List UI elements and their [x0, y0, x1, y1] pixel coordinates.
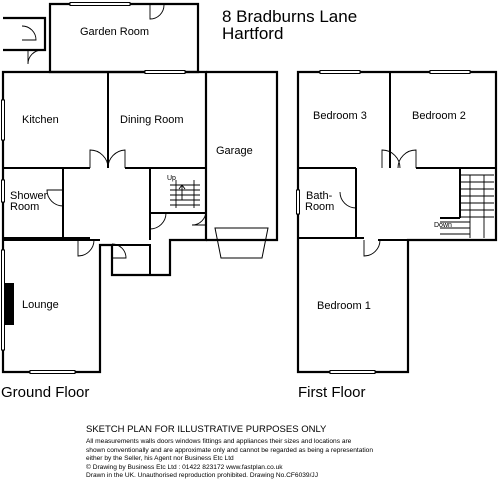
disclaimer-line: All measurements walls doors windows fit… — [86, 438, 352, 445]
disclaimer-heading: SKETCH PLAN FOR ILLUSTRATIVE PURPOSES ON… — [86, 424, 327, 435]
stairs-arrow-ground — [178, 184, 186, 200]
window-bedroom-3 — [319, 70, 361, 74]
disclaimer-line: shown conventionally and are approximate… — [86, 446, 374, 454]
label-stairs-up: Up — [167, 175, 176, 182]
label-bathroom-2: Room — [305, 201, 335, 213]
address-line-2: Hartford — [222, 24, 284, 43]
door-garden-room — [149, 4, 165, 20]
door-bedroom-1 — [363, 239, 381, 257]
label-lounge: Lounge — [22, 299, 59, 311]
first-floor-label: First Floor — [298, 384, 366, 401]
label-shower-room-1: Shower — [10, 190, 48, 202]
door-porch — [27, 49, 43, 65]
window-garden-room — [69, 2, 131, 6]
label-bedroom-2: Bedroom 2 — [412, 110, 466, 122]
label-shower-room-2: Room — [10, 201, 40, 213]
door-bedroom-3 — [381, 149, 401, 169]
door-kitchen — [89, 149, 109, 169]
ground-internal-walls — [2, 72, 206, 275]
label-dining-room: Dining Room — [120, 114, 184, 126]
label-bedroom-1: Bedroom 1 — [317, 300, 371, 312]
label-garage: Garage — [216, 145, 253, 157]
label-kitchen: Kitchen — [22, 114, 59, 126]
disclaimer-block: SKETCH PLAN FOR ILLUSTRATIVE PURPOSES ON… — [86, 424, 496, 481]
stairs-first — [440, 174, 494, 238]
window-kitchen — [1, 99, 5, 141]
door-porch-side — [21, 25, 37, 41]
ground-floor-label: Ground Floor — [1, 384, 90, 401]
disclaimer-line: either by the Seller, his Agent nor Busi… — [86, 455, 234, 463]
drawing-number-line: Drawn in the UK. Unauthorised reproducti… — [86, 472, 318, 480]
window-lounge-front — [29, 370, 76, 374]
door-shower — [46, 189, 64, 207]
window-bathroom — [296, 189, 300, 215]
address-line-1: 8 Bradburns Lane — [222, 7, 358, 26]
door-under-stairs — [149, 212, 167, 230]
first-internal-walls — [298, 72, 496, 241]
stairs-ground — [170, 180, 200, 208]
window-shower — [1, 179, 5, 203]
label-stairs-down: Down — [434, 222, 452, 229]
lounge-fireplace — [4, 283, 14, 325]
garage-door — [214, 227, 269, 259]
door-garage-side — [191, 210, 207, 226]
window-bedroom-2 — [429, 70, 471, 74]
window-bedroom-1 — [329, 370, 376, 374]
label-garden-room: Garden Room — [80, 26, 150, 38]
porch-walls — [3, 16, 47, 52]
door-bathroom — [339, 191, 357, 209]
door-bedroom-2 — [397, 149, 417, 169]
copyright-line: © Drawing by Business Etc Ltd : 01422 82… — [86, 463, 283, 471]
door-lounge — [77, 239, 95, 257]
door-dining — [107, 149, 126, 169]
label-bedroom-3: Bedroom 3 — [313, 110, 367, 122]
label-bathroom-1: Bath- — [306, 190, 333, 202]
window-dining — [144, 70, 186, 74]
door-back — [111, 243, 127, 259]
garden-room-walls — [48, 2, 200, 74]
